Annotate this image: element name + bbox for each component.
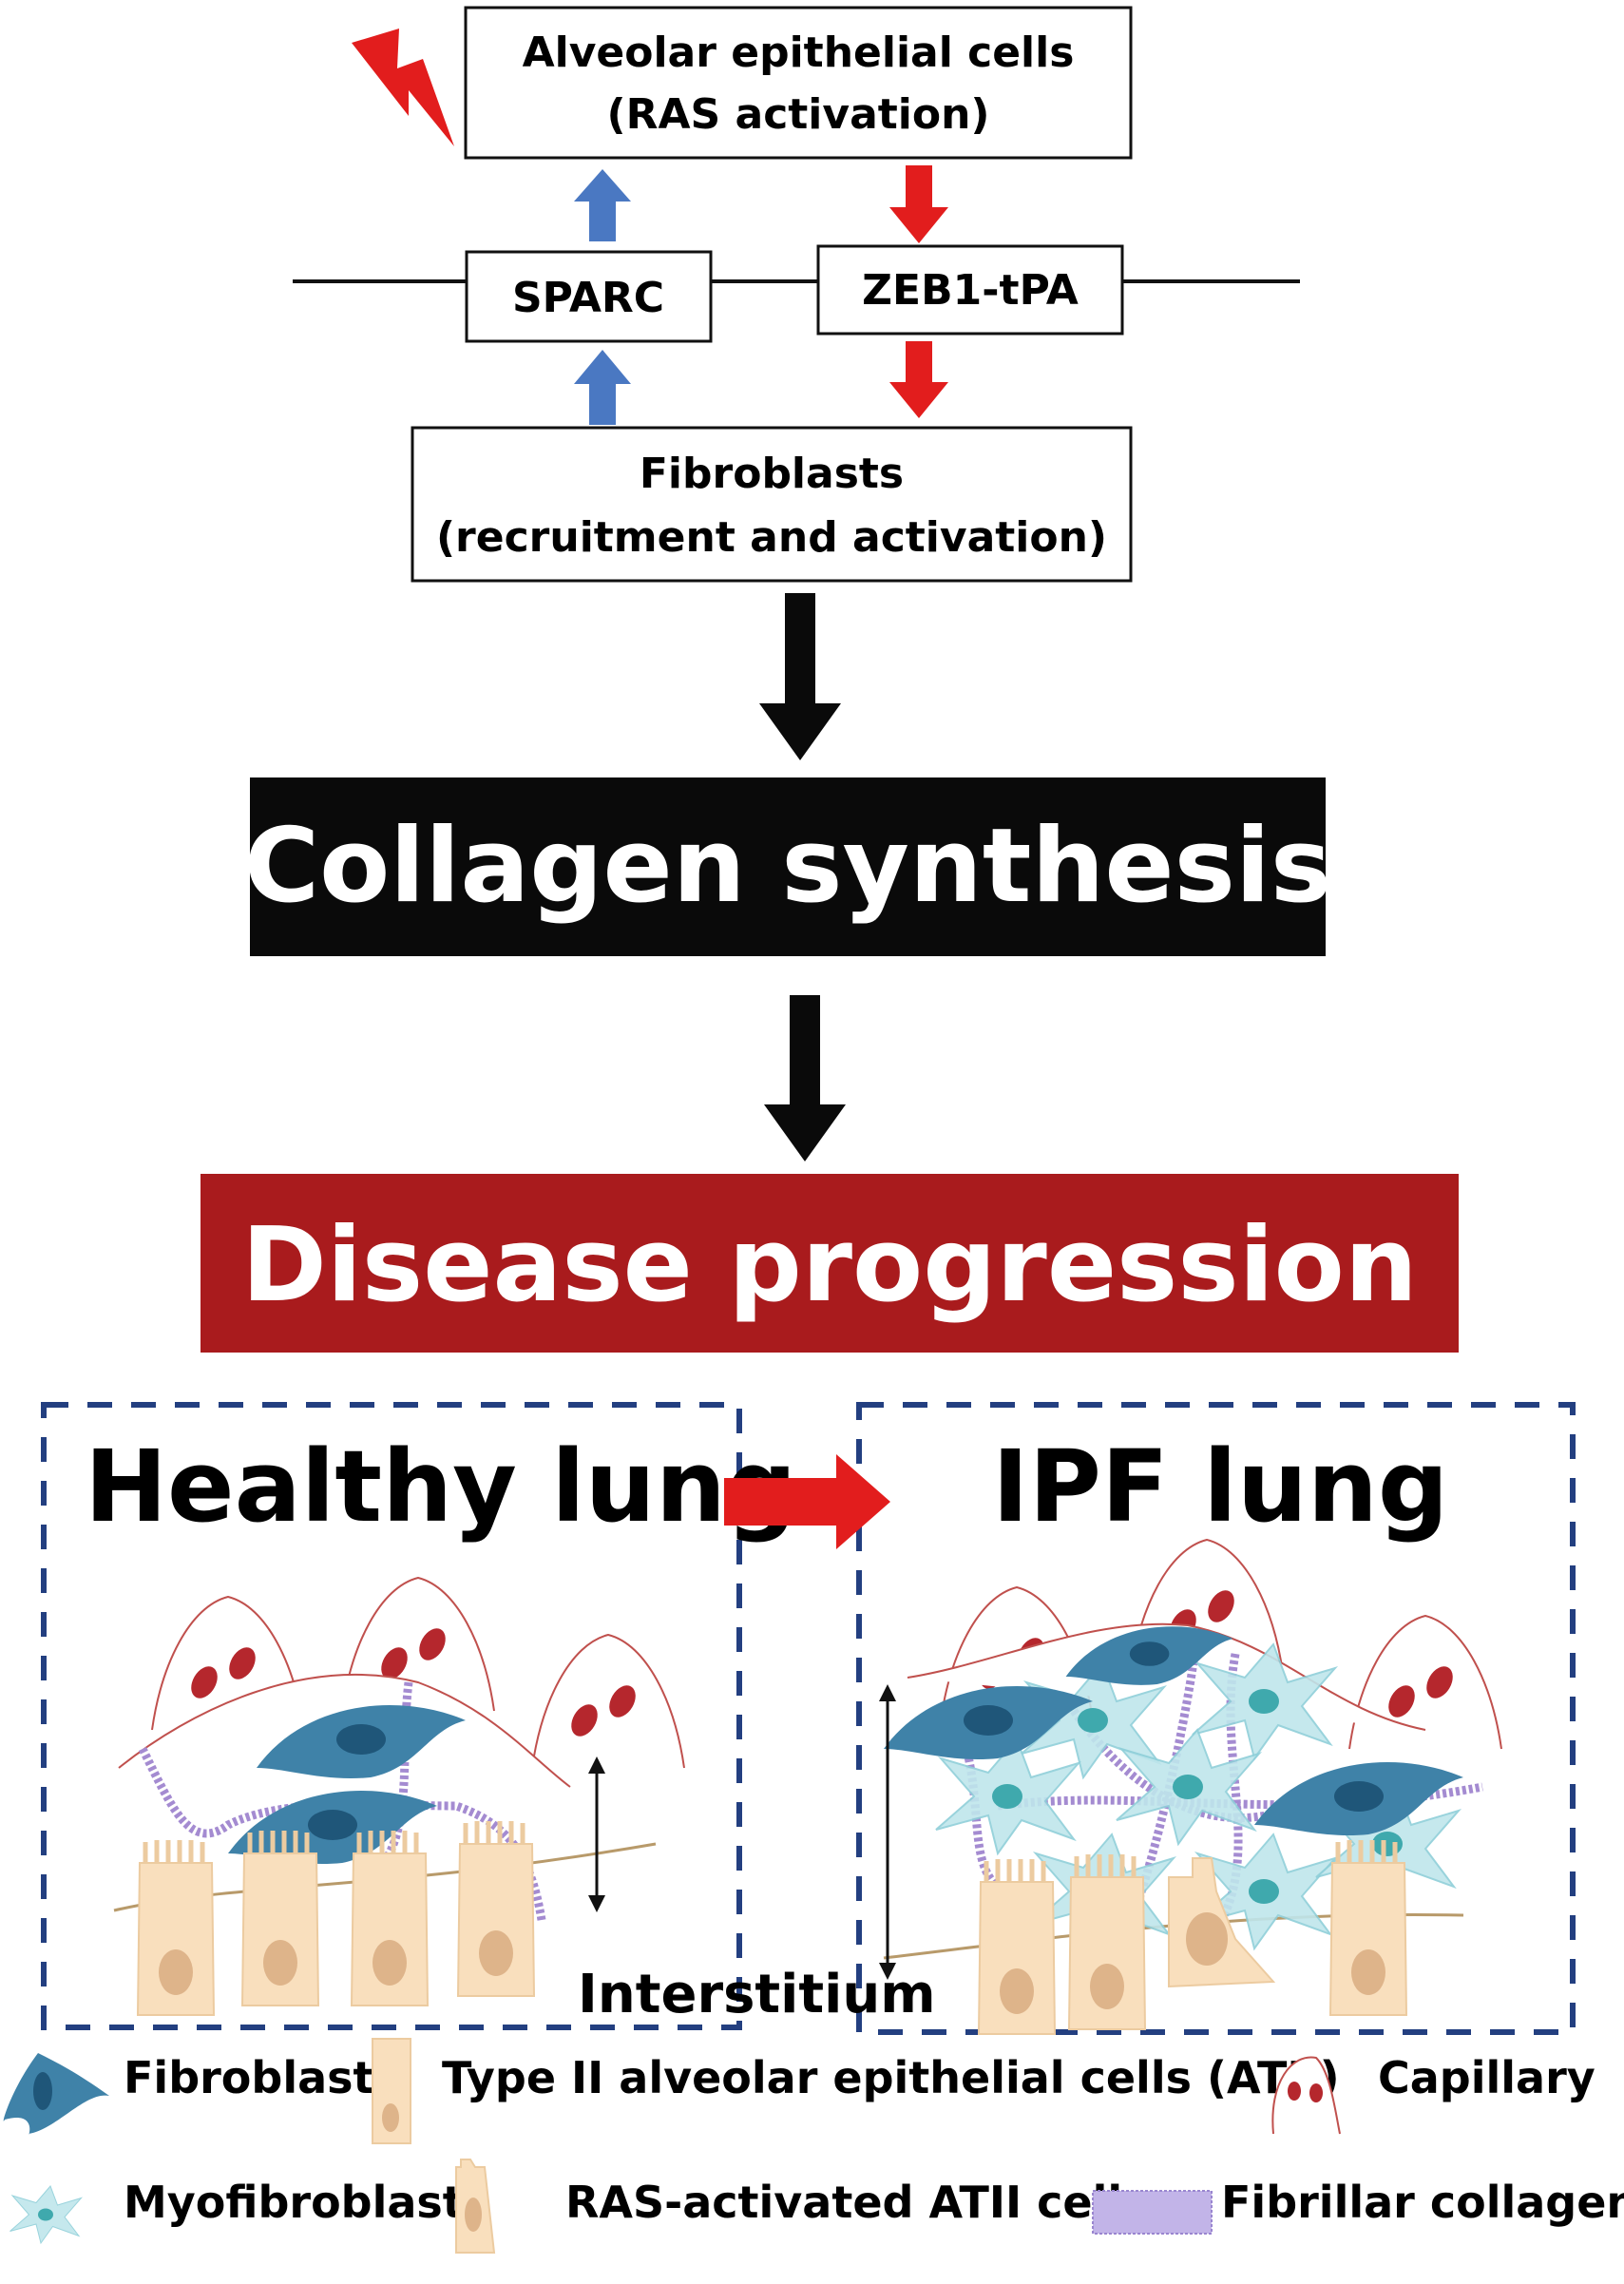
collagen-synthesis-label: Collagen synthesis — [244, 807, 1331, 926]
ipf-lung-title: IPF lung — [992, 1429, 1448, 1545]
legend-collagen: Fibrillar collagen — [1221, 2177, 1624, 2228]
red-arrow-down-icon — [889, 341, 948, 418]
fibroblasts-line2: (recruitment and activation) — [436, 513, 1107, 562]
fibroblast-nucleus-icon — [33, 2072, 52, 2110]
black-arrow-down-icon — [759, 593, 841, 760]
blue-arrow-up-icon — [574, 169, 631, 241]
legend-ras-atii: RAS-activated ATII cells — [565, 2177, 1149, 2228]
zeb1-tpa-box — [816, 244, 1124, 336]
legend-capillary: Capillary — [1378, 2052, 1595, 2103]
sparc-label: SPARC — [512, 274, 664, 322]
disease-progression-label: Disease progression — [241, 1206, 1417, 1325]
collagen-synthesis-box — [250, 777, 1326, 956]
ipf-lung-illustration — [879, 1539, 1502, 2034]
myofibroblast-legend-icon — [10, 2185, 82, 2244]
legend-fibroblast: Fibroblast — [124, 2052, 374, 2103]
fibroblasts-box — [411, 426, 1133, 583]
collagen-legend-icon — [1092, 2190, 1213, 2235]
blue-arrow-up-icon — [574, 350, 631, 425]
alveolar-line1: Alveolar epithelial cells — [523, 29, 1075, 77]
ras-atii-legend-icon — [455, 2159, 496, 2254]
zeb1-tpa-label: ZEB1-tPA — [862, 266, 1079, 315]
red-arrow-right-icon — [724, 1454, 890, 1549]
capillary-legend-icon — [1271, 2056, 1341, 2135]
atii-legend-icon — [372, 2038, 411, 2144]
sparc-box — [465, 250, 713, 343]
legend: Fibroblast Type II alveolar epithelial c… — [3, 2038, 1624, 2254]
interstitium-label: Interstitium — [578, 1964, 936, 2025]
ipf-lung-panel — [856, 1402, 1576, 2035]
alveolar-line2: (RAS activation) — [606, 90, 989, 139]
healthy-lung-panel — [41, 1402, 742, 2030]
disease-progression-box — [201, 1174, 1459, 1353]
fibroblasts-line1: Fibroblasts — [640, 450, 904, 498]
fibroblast-legend-icon — [3, 2053, 109, 2135]
black-arrow-down-icon — [764, 995, 846, 1161]
legend-atii: Type II alveolar epithelial cells (ATII) — [442, 2052, 1340, 2103]
healthy-lung-title: Healthy lung — [85, 1429, 796, 1545]
lightning-icon — [352, 29, 454, 146]
red-arrow-down-icon — [889, 165, 948, 243]
alveolar-epithelial-box — [464, 6, 1133, 160]
healthy-lung-illustration — [113, 1577, 685, 2015]
legend-myofibroblast: Myofibroblast — [124, 2177, 464, 2228]
